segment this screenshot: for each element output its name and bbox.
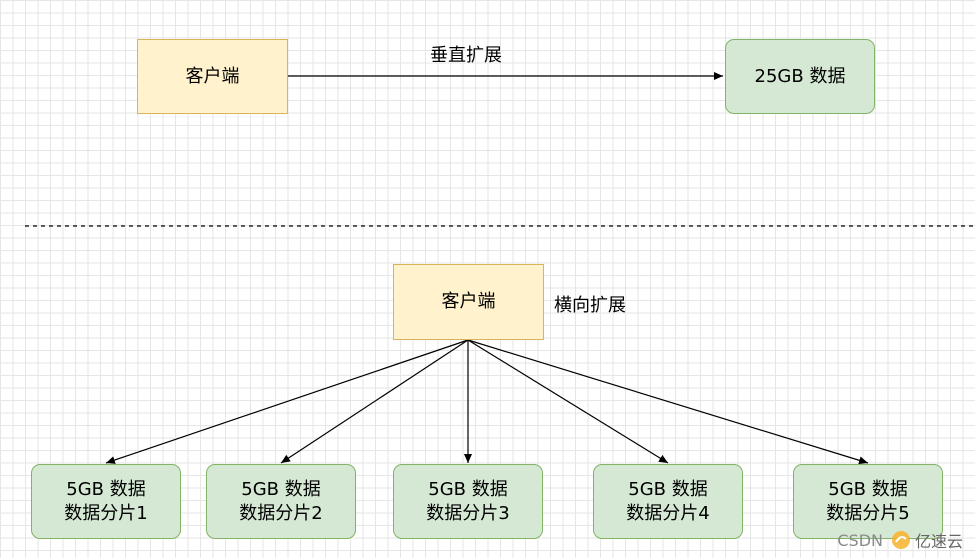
horizontal-scaling-label: 横向扩展 — [554, 295, 626, 316]
shard-node-4: 5GB 数据 数据分片4 — [593, 464, 743, 539]
shard-5-name: 数据分片5 — [826, 502, 910, 524]
horizontal-scaling-arrow-1 — [105, 339, 469, 464]
shard-3-size: 5GB 数据 — [428, 478, 508, 500]
shard-3-name: 数据分片3 — [426, 502, 510, 524]
horizontal-scaling-arrow-2 — [280, 339, 469, 464]
watermark-yisu-text: 亿速云 — [914, 532, 963, 551]
shard-2-name: 数据分片2 — [239, 502, 323, 524]
horizontal-scaling-arrow-5 — [467, 339, 869, 465]
top-data-node: 25GB 数据 — [725, 39, 875, 114]
shard-node-5: 5GB 数据 数据分片5 — [793, 464, 943, 539]
shard-4-name: 数据分片4 — [626, 502, 710, 524]
horizontal-scaling-arrow-4 — [467, 339, 669, 464]
vertical-scaling-label: 垂直扩展 — [430, 45, 502, 66]
shard-1-name: 数据分片1 — [64, 502, 148, 524]
shard-node-3: 5GB 数据 数据分片3 — [393, 464, 543, 539]
shard-4-size: 5GB 数据 — [628, 478, 708, 500]
watermark-yisu: 亿速云 — [891, 528, 963, 552]
bottom-client-label: 客户端 — [441, 291, 496, 312]
bottom-client-node: 客户端 — [393, 264, 544, 340]
shard-1-size: 5GB 数据 — [66, 478, 146, 500]
shard-node-2: 5GB 数据 数据分片2 — [206, 464, 356, 539]
shard-2-size: 5GB 数据 — [241, 478, 321, 500]
watermark: CSDN 亿速云 — [837, 528, 963, 552]
top-client-label: 客户端 — [185, 65, 240, 87]
top-data-label: 25GB 数据 — [754, 65, 846, 87]
yisu-logo-icon — [891, 531, 910, 549]
shard-5-size: 5GB 数据 — [828, 478, 908, 500]
top-client-node: 客户端 — [137, 39, 288, 114]
watermark-csdn: CSDN — [837, 530, 883, 550]
shard-node-1: 5GB 数据 数据分片1 — [31, 464, 181, 539]
